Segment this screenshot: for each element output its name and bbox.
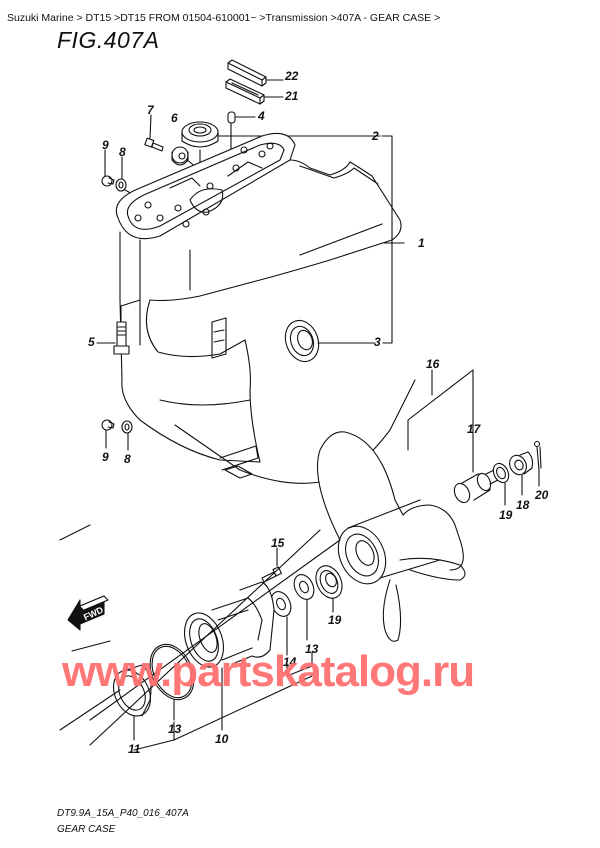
part-6-sleeve[interactable] (171, 146, 189, 166)
fwd-direction-arrow (67, 595, 109, 631)
callout-18[interactable]: 18 (516, 498, 530, 512)
part-8-washer-top[interactable] (115, 178, 127, 192)
callout-21[interactable]: 21 (285, 89, 299, 103)
callout-13-a[interactable]: 13 (305, 642, 319, 656)
callout-19[interactable]: 19 (499, 508, 513, 522)
figure-title: FIG.407A (57, 27, 160, 53)
part-5-bolt[interactable] (113, 321, 130, 355)
part-15-propeller[interactable] (317, 431, 466, 642)
part-13-bushing-a[interactable] (290, 571, 317, 602)
callout-7[interactable]: 7 (147, 103, 154, 117)
part-7-bolt[interactable] (144, 137, 164, 152)
callout-9-top[interactable]: 9 (102, 138, 109, 152)
callout-8-lower[interactable]: 8 (124, 452, 131, 466)
callout-17[interactable]: 19 (328, 613, 342, 627)
callout-6[interactable]: 6 (171, 111, 178, 125)
figure-name: GEAR CASE (57, 824, 116, 835)
part-9-plug-top[interactable] (101, 175, 115, 187)
watermark: www.partskatalog.ru (62, 647, 475, 696)
part-11-seal[interactable] (106, 664, 157, 722)
figure-code: DT9.9A_15A_P40_016_407A (57, 808, 189, 819)
callout-9-lower[interactable]: 9 (102, 450, 109, 464)
part-17-seal[interactable] (311, 562, 347, 603)
callout-3[interactable]: 3 (374, 335, 381, 349)
breadcrumb[interactable]: Suzuki Marine > DT15 >DT15 FROM 01504-61… (7, 12, 441, 24)
part-1-gear-case[interactable] (115, 132, 416, 484)
part-22-strip[interactable] (227, 59, 267, 87)
part-8-washer-lower[interactable] (121, 420, 133, 434)
callout-20[interactable]: 20 (535, 488, 549, 502)
part-16-spacer[interactable] (451, 469, 500, 505)
callout-15[interactable]: 16 (426, 357, 440, 371)
callout-5[interactable]: 5 (88, 335, 95, 349)
part-18-nut[interactable] (507, 451, 534, 477)
part-6-bearing[interactable] (181, 121, 219, 148)
part-13-bushing-b[interactable] (267, 588, 294, 619)
part-20-cotter-pin[interactable] (533, 440, 542, 471)
part-4-pin[interactable] (227, 111, 236, 124)
callout-22[interactable]: 22 (285, 69, 299, 83)
part-12-o-ring[interactable] (142, 637, 203, 706)
callout-14[interactable]: 15 (271, 536, 285, 550)
part-9-plug-lower[interactable] (101, 419, 115, 431)
callout-11[interactable]: 11 (128, 742, 141, 756)
part-21-channel[interactable] (225, 78, 265, 105)
part-19-washer[interactable] (490, 461, 511, 485)
callout-2[interactable]: 2 (372, 129, 379, 143)
callout-12[interactable]: 13 (168, 722, 182, 736)
callout-10[interactable]: 10 (215, 732, 229, 746)
callout-16[interactable]: 17 (467, 422, 481, 436)
part-3-bearing[interactable] (280, 316, 324, 366)
callout-8-top[interactable]: 8 (119, 145, 126, 159)
callout-13-b[interactable]: 14 (283, 655, 297, 669)
callout-1[interactable]: 1 (418, 236, 425, 250)
callout-4[interactable]: 4 (258, 109, 265, 123)
